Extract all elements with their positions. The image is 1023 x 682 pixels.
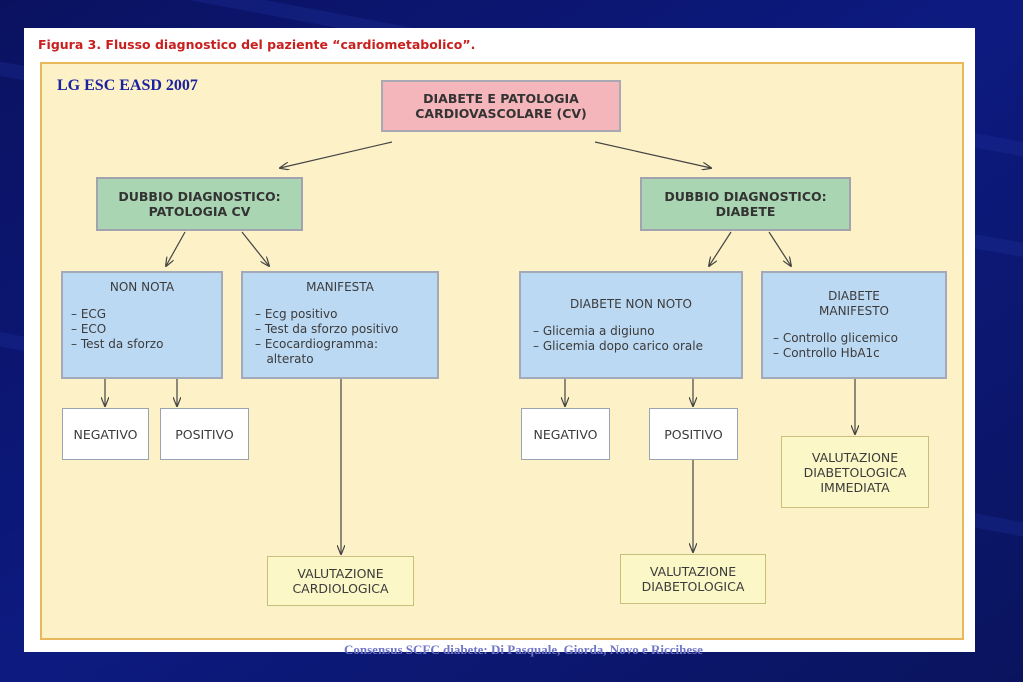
arrow-root-to-doubt-diabetes bbox=[594, 141, 711, 168]
flow-arrows bbox=[24, 141, 975, 652]
arrow-doubt-cv-to-non-nota bbox=[166, 231, 186, 266]
node-valutazione-diabetologica: VALUTAZIONE DIABETOLOGICA bbox=[620, 554, 766, 604]
node-dm-negativo: NEGATIVO bbox=[521, 408, 610, 460]
list-item: alterato bbox=[255, 352, 314, 366]
node-doubt-diabetes: DUBBIO DIAGNOSTICO: DIABETE bbox=[640, 177, 851, 231]
figure-sheet: Figura 3. Flusso diagnostico del pazient… bbox=[24, 28, 975, 652]
node-diabete-non-noto: DIABETE NON NOTO – Glicemia a digiuno – … bbox=[519, 271, 743, 379]
node-diabete-non-noto-list: – Glicemia a digiuno – Glicemia dopo car… bbox=[533, 324, 703, 354]
node-root: DIABETE E PATOLOGIA CARDIOVASCOLARE (CV) bbox=[381, 80, 621, 132]
arrow-doubt-diabetes-to-manifesto bbox=[768, 231, 791, 266]
list-item: – Controllo HbA1c bbox=[773, 346, 880, 360]
node-diabete-non-noto-title: DIABETE NON NOTO bbox=[570, 296, 692, 311]
node-diabete-manifesto-title: DIABETE MANIFESTO bbox=[819, 289, 889, 318]
node-non-nota: NON NOTA – ECG – ECO – Test da sforzo bbox=[61, 271, 223, 379]
node-manifesta-list: – Ecg positivo – Test da sforzo positivo… bbox=[255, 307, 398, 367]
list-item: – Glicemia dopo carico orale bbox=[533, 338, 704, 353]
node-doubt-cv: DUBBIO DIAGNOSTICO: PATOLOGIA CV bbox=[96, 177, 303, 231]
guideline-label: LG ESC EASD 2007 bbox=[57, 77, 198, 94]
list-item: – Glicemia a digiuno bbox=[533, 323, 655, 338]
list-item: – Test da sforzo positivo bbox=[255, 322, 399, 336]
node-dm-positivo: POSITIVO bbox=[649, 408, 738, 460]
node-valutazione-diabetologica-immediata: VALUTAZIONE DIABETOLOGICA IMMEDIATA bbox=[781, 436, 929, 508]
arrow-root-to-doubt-cv bbox=[280, 141, 393, 168]
list-item: – ECO bbox=[71, 322, 107, 336]
list-item: – ECG bbox=[71, 307, 107, 321]
node-non-nota-title: NON NOTA bbox=[109, 280, 175, 294]
node-cv-negativo: NEGATIVO bbox=[62, 408, 149, 460]
node-manifesta-title: MANIFESTA bbox=[306, 280, 374, 294]
arrow-doubt-diabetes-to-non-noto bbox=[709, 231, 732, 266]
node-diabete-manifesto-list: – Controllo glicemico – Controllo HbA1c bbox=[773, 331, 898, 361]
list-item: – Test da sforzo bbox=[71, 337, 164, 351]
footer-credit: Consensus SCFC diabete: Di Pasquale, Gio… bbox=[344, 642, 703, 657]
node-cv-positivo: POSITIVO bbox=[160, 408, 249, 460]
list-item: – Ecocardiogramma: bbox=[255, 337, 378, 351]
node-valutazione-cardiologica: VALUTAZIONE CARDIOLOGICA bbox=[267, 556, 414, 606]
figure-title: Figura 3. Flusso diagnostico del pazient… bbox=[38, 37, 476, 52]
arrow-doubt-cv-to-manifesta bbox=[241, 231, 269, 266]
list-item: – Controllo glicemico bbox=[773, 331, 898, 345]
node-diabete-manifesto: DIABETE MANIFESTO – Controllo glicemico … bbox=[761, 271, 947, 379]
list-item: – Ecg positivo bbox=[255, 307, 338, 321]
node-manifesta: MANIFESTA – Ecg positivo – Test da sforz… bbox=[241, 271, 439, 379]
node-non-nota-list: – ECG – ECO – Test da sforzo bbox=[71, 307, 163, 352]
